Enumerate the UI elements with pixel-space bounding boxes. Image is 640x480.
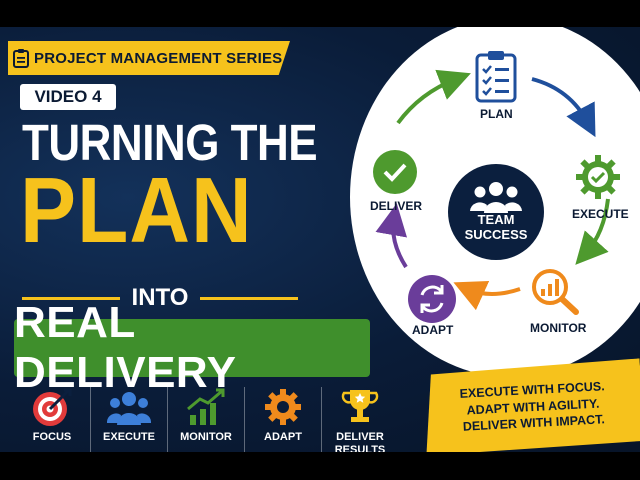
team-success-hub: TEAM SUCCESS xyxy=(448,164,544,260)
feature-label: EXECUTE xyxy=(103,431,155,443)
cycle-step-execute: EXECUTE xyxy=(572,207,629,221)
video-badge: VIDEO 4 xyxy=(20,84,116,110)
refresh-cycle-icon xyxy=(408,275,456,323)
cycle-step-plan: PLAN xyxy=(480,107,513,121)
connector-word: INTO xyxy=(131,284,189,311)
bottom-letterbox xyxy=(0,452,640,480)
gear-check-icon xyxy=(576,155,620,199)
team-icon xyxy=(107,392,151,425)
cycle-step-monitor: MONITOR xyxy=(530,321,587,335)
check-circle-icon xyxy=(373,150,417,194)
hub-line-1: TEAM xyxy=(477,212,515,228)
feature-execute: EXECUTE xyxy=(91,387,168,452)
feature-icon-row: FOCUS EXECUTE MONITOR xyxy=(14,387,398,452)
growth-chart-icon xyxy=(187,388,225,425)
tagline-banner: EXECUTE WITH FOCUS. ADAPT WITH AGILITY. … xyxy=(422,358,640,452)
feature-focus: FOCUS xyxy=(14,387,91,452)
gear-icon xyxy=(265,389,301,425)
cycle-step-adapt: ADAPT xyxy=(412,323,454,337)
series-label: PROJECT MANAGEMENT SERIES xyxy=(34,49,283,67)
feature-label: MONITOR xyxy=(180,431,232,443)
cycle-step-deliver: DELIVER xyxy=(370,199,423,213)
feature-monitor: MONITOR xyxy=(168,387,245,452)
feature-label: DELIVER RESULTS xyxy=(334,431,386,452)
magnifier-chart-icon xyxy=(532,269,579,315)
cycle-arrows xyxy=(375,69,610,311)
feature-adapt: ADAPT xyxy=(245,387,322,452)
hub-line-2: SUCCESS xyxy=(464,227,528,242)
clipboard-icon xyxy=(13,49,29,68)
feature-label: FOCUS xyxy=(32,431,72,443)
title-connector: INTO xyxy=(22,284,298,311)
feature-deliver-results: DELIVER RESULTS xyxy=(322,387,398,452)
trophy-icon xyxy=(341,390,379,422)
thumbnail: PLAN EXECUTE MONITOR ADAPT DELIVER xyxy=(0,27,640,452)
target-icon xyxy=(33,388,72,426)
clipboard-icon xyxy=(475,51,517,103)
divider-right xyxy=(200,296,298,300)
top-letterbox xyxy=(0,0,640,27)
divider-left xyxy=(22,296,120,300)
title-line-1: TURNING THE xyxy=(22,115,318,172)
team-icon xyxy=(470,182,522,214)
title-line-3: REAL DELIVERY xyxy=(14,298,370,397)
title-line-2: PLAN xyxy=(20,158,253,262)
feature-label: ADAPT xyxy=(264,431,302,443)
series-banner: PROJECT MANAGEMENT SERIES xyxy=(8,41,290,75)
